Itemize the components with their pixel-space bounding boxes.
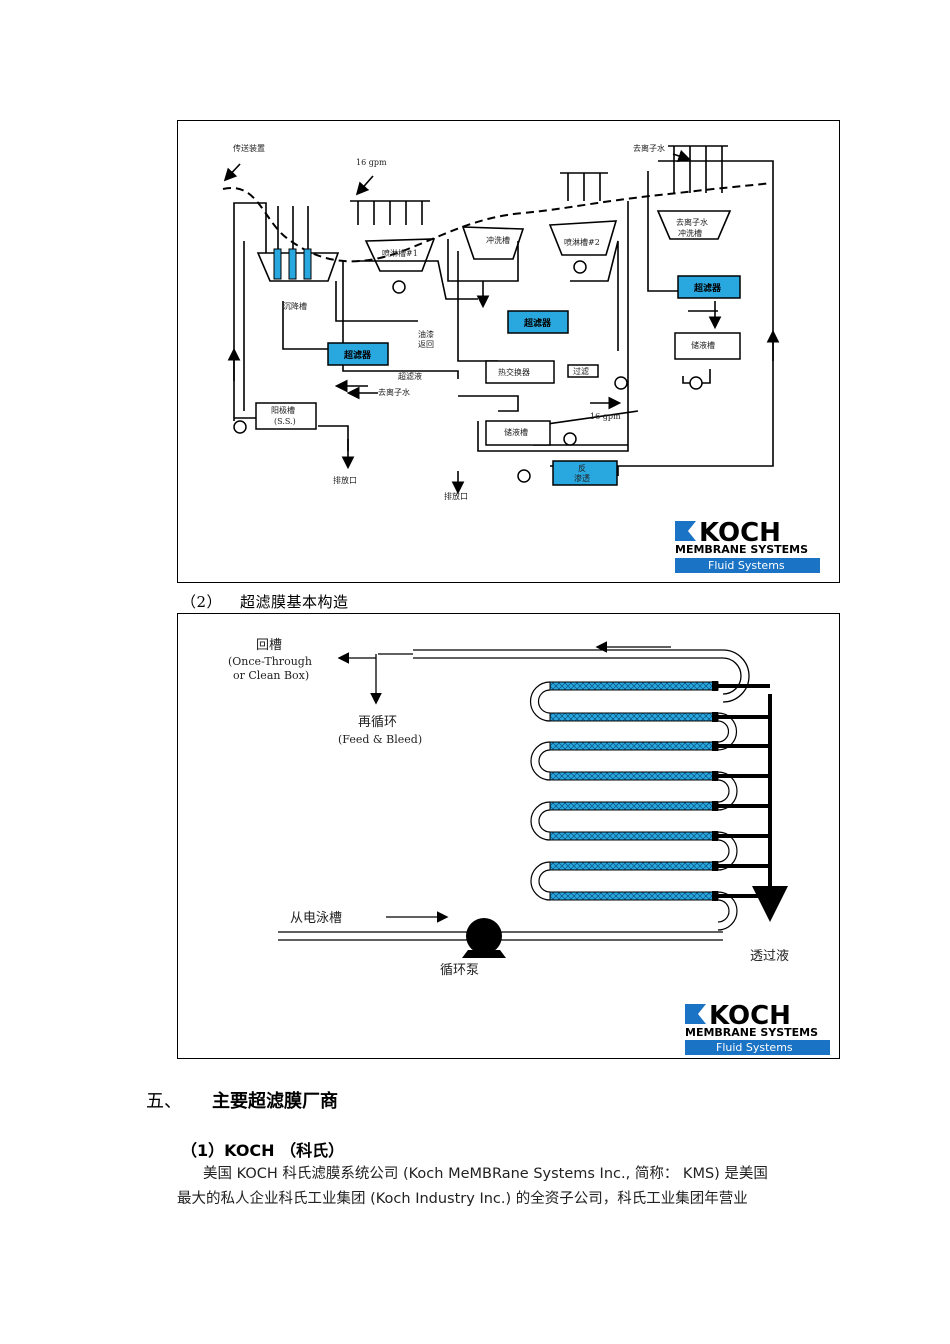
di-rinse-label-2: 冲洗槽 — [678, 228, 702, 238]
koch-line2-text: Fluid Systems — [708, 559, 785, 572]
body-paragraph: 美国 KOCH 科氏滤膜系统公司 (Koch MeMBRane Systems … — [177, 1162, 809, 1212]
tube-end-cap — [712, 801, 718, 811]
flow-rate-label: 16 gpm — [356, 158, 387, 167]
koch-brand-text-2: KOCH — [709, 1001, 791, 1031]
permeate-label: 超滤液 — [398, 371, 422, 381]
koch-line2-text-2: Fluid Systems — [716, 1041, 793, 1054]
figure-caption: （2） 超滤膜基本构造 — [181, 591, 349, 612]
rinse-tank-label: 冲洗槽 — [486, 235, 510, 245]
caption-text: 超滤膜基本构造 — [240, 593, 349, 611]
process-flow-figure: 传送装置 16 gpm 去离子水 喷淋槽#1 冲洗槽 喷淋槽#2 去离子水 冲洗… — [177, 120, 840, 583]
from-tank-label: 从电泳槽 — [290, 911, 342, 926]
koch-line1-text: MEMBRANE SYSTEMS — [675, 543, 808, 556]
tube-end-cap — [712, 831, 718, 841]
process-flow-diagram: 传送装置 16 gpm 去离子水 喷淋槽#1 冲洗槽 喷淋槽#2 去离子水 冲洗… — [222, 143, 820, 573]
tube-bend — [529, 681, 551, 722]
tube-bend — [717, 712, 738, 751]
paragraph-line-2: 最大的私人企业科氏工业集团 (Koch Industry Inc.) 的全资子公… — [177, 1191, 748, 1207]
uf-mid-label: 超滤器 — [523, 317, 552, 329]
tube-end-cap — [712, 771, 718, 781]
tube-bend — [717, 891, 738, 931]
permeate-label: 透过液 — [750, 949, 789, 964]
oil-return-label-2: 返回 — [418, 340, 434, 349]
flow-rate-2-label: 16 gpm — [590, 412, 621, 421]
membrane-tube — [549, 771, 719, 781]
tube-bend — [530, 801, 551, 841]
tube-end-cap — [712, 681, 718, 691]
circulation-pump-icon — [462, 918, 506, 958]
uf-left-label: 超滤器 — [343, 349, 372, 361]
membrane-tube — [549, 831, 719, 841]
uf-structure-figure: 回槽 (Once-Through or Clean Box) 再循环 (Feed… — [177, 613, 840, 1059]
subsection-heading: （1）KOCH （科氏） — [181, 1141, 345, 1160]
membrane-tube — [549, 741, 719, 751]
tube-bend — [717, 771, 738, 811]
return-tank-label: 回槽 — [256, 638, 282, 653]
koch-logo-2: KOCH MEMBRANE SYSTEMS Fluid Systems — [685, 1001, 830, 1055]
koch-brand-text: KOCH — [699, 518, 781, 548]
conveyor-label: 传送装置 — [233, 143, 265, 153]
di-water-left-label: 去离子水 — [378, 387, 410, 397]
koch-line1-text-2: MEMBRANE SYSTEMS — [685, 1026, 818, 1039]
anode-tank-sublabel: (S.S.) — [274, 417, 296, 426]
tube-end-cap — [712, 712, 718, 722]
membrane-tube — [549, 681, 719, 691]
uf-structure-diagram: 回槽 (Once-Through or Clean Box) 再循环 (Feed… — [228, 638, 830, 1055]
membrane-tube — [549, 861, 719, 871]
anode-tank-label: 阳极槽 — [271, 405, 295, 415]
tube-bend — [530, 741, 551, 781]
paragraph-line-1: 美国 KOCH 科氏滤膜系统公司 (Koch MeMBRane Systems … — [203, 1166, 768, 1182]
heat-exchanger-label: 热交换器 — [498, 367, 530, 377]
clean-box-label: or Clean Box) — [233, 669, 309, 682]
ro-label-2: 渗透 — [574, 473, 590, 483]
membrane-tube — [549, 891, 719, 901]
filter-label: 过滤 — [573, 366, 589, 376]
di-rinse-label-1: 去离子水 — [676, 217, 708, 227]
spray-tank-2-label: 喷淋槽#2 — [564, 237, 600, 247]
once-through-label: (Once-Through — [228, 655, 312, 668]
section-number: 五、 — [146, 1091, 182, 1112]
section-title: 主要超滤膜厂商 — [212, 1091, 338, 1112]
uf-right-label: 超滤器 — [693, 282, 722, 294]
storage-tank-right-label: 储液槽 — [691, 340, 715, 350]
feed-bleed-label: (Feed & Bleed) — [338, 733, 422, 746]
membrane-tube — [549, 712, 719, 722]
pump-label: 循环泵 — [440, 963, 479, 978]
settling-tank-label: 沉降槽 — [283, 301, 307, 311]
caption-number: （2） — [181, 593, 223, 611]
spray-tank-1-label: 喷淋槽#1 — [382, 248, 418, 258]
storage-tank-bottom-label: 储液槽 — [504, 427, 528, 437]
tube-end-cap — [712, 891, 718, 901]
recirculation-label: 再循环 — [358, 715, 397, 730]
section-heading: 五、 主要超滤膜厂商 — [146, 1087, 338, 1113]
tube-end-cap — [712, 741, 718, 751]
koch-logo: KOCH MEMBRANE SYSTEMS Fluid Systems — [675, 518, 820, 573]
tube-bend — [530, 861, 551, 901]
oil-return-label-1: 油漆 — [418, 329, 434, 339]
ro-label-1: 反 — [578, 463, 586, 473]
tube-end-cap — [712, 861, 718, 871]
membrane-tube — [549, 801, 719, 811]
tube-bend — [717, 831, 738, 871]
drain-left-label: 排放口 — [333, 475, 357, 485]
di-water-top-label: 去离子水 — [633, 143, 665, 153]
drain-bottom-label: 排放口 — [444, 491, 468, 501]
membrane-tubes — [529, 681, 770, 931]
